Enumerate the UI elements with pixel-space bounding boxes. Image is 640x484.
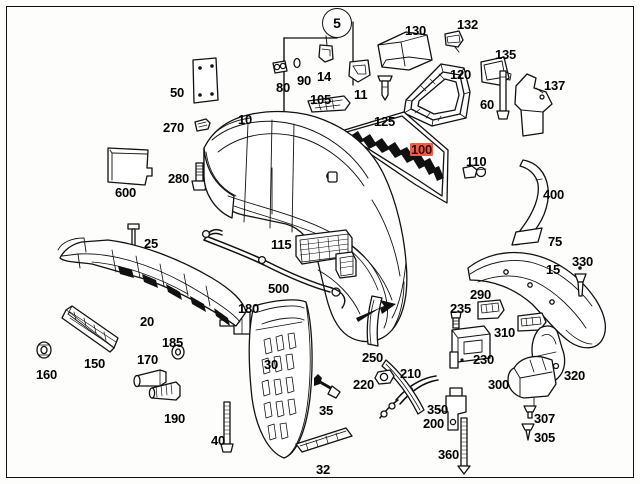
part-label[interactable]: 30 bbox=[264, 357, 279, 372]
part-105 bbox=[307, 95, 351, 113]
part-307 bbox=[523, 405, 537, 419]
part-label[interactable]: 600 bbox=[115, 185, 137, 200]
part-label[interactable]: 60 bbox=[480, 97, 495, 112]
part-305 bbox=[521, 423, 535, 441]
part-label[interactable]: 307 bbox=[534, 411, 556, 426]
part-137 bbox=[514, 73, 553, 137]
part-label[interactable]: 32 bbox=[316, 462, 331, 477]
part-label[interactable]: 120 bbox=[450, 67, 472, 82]
part-label[interactable]: 360 bbox=[438, 447, 460, 462]
part-75 bbox=[511, 227, 543, 246]
part-90 bbox=[293, 57, 301, 69]
part-label[interactable]: 250 bbox=[362, 350, 384, 365]
part-50 bbox=[192, 57, 219, 104]
part-170 bbox=[133, 369, 167, 388]
part-30 bbox=[248, 299, 313, 459]
part-label[interactable]: 130 bbox=[405, 23, 427, 38]
part-label[interactable]: 300 bbox=[488, 377, 510, 392]
part-label[interactable]: 150 bbox=[84, 356, 106, 371]
part-label[interactable]: 132 bbox=[457, 17, 479, 32]
part-label[interactable]: 320 bbox=[564, 368, 586, 383]
part-600 bbox=[107, 147, 153, 186]
part-label[interactable]: 305 bbox=[534, 430, 556, 445]
part-label[interactable]: 50 bbox=[170, 85, 185, 100]
part-300 bbox=[507, 355, 557, 407]
part-label[interactable]: 290 bbox=[470, 287, 492, 302]
part-35 bbox=[314, 374, 341, 399]
part-label[interactable]: 170 bbox=[137, 352, 159, 367]
part-label[interactable]: 135 bbox=[495, 47, 517, 62]
part-label[interactable]: 185 bbox=[162, 335, 184, 350]
part-label[interactable]: 75 bbox=[548, 234, 563, 249]
part-100-highlighted bbox=[337, 111, 449, 204]
part-label[interactable]: 10 bbox=[238, 112, 253, 127]
part-label[interactable]: 400 bbox=[543, 187, 565, 202]
part-label[interactable]: 40 bbox=[211, 433, 226, 448]
part-280 bbox=[191, 162, 208, 191]
part-label[interactable]: 330 bbox=[572, 254, 594, 269]
part-label[interactable]: 125 bbox=[374, 114, 396, 129]
part-label[interactable]: 25 bbox=[144, 236, 159, 251]
part-235 bbox=[450, 311, 462, 329]
part-132 bbox=[444, 30, 464, 53]
part-label[interactable]: 35 bbox=[319, 403, 334, 418]
part-32 bbox=[295, 427, 353, 453]
part-label[interactable]: 110 bbox=[466, 154, 487, 169]
part-330 bbox=[574, 266, 587, 297]
part-label[interactable]: 200 bbox=[423, 416, 445, 431]
part-270 bbox=[194, 118, 211, 132]
part-290 bbox=[477, 299, 505, 320]
part-310 bbox=[517, 312, 547, 332]
part-350 bbox=[437, 387, 467, 431]
part-label[interactable]: 500 bbox=[268, 281, 290, 296]
part-360 bbox=[457, 417, 471, 475]
part-label[interactable]: 105 bbox=[310, 92, 332, 107]
part-label[interactable]: 137 bbox=[544, 78, 566, 93]
part-label[interactable]: 235 bbox=[450, 301, 472, 316]
part-label[interactable]: 210 bbox=[400, 366, 422, 381]
part-80 bbox=[272, 60, 288, 74]
part-label[interactable]: 220 bbox=[353, 377, 375, 392]
part-label[interactable]: 160 bbox=[36, 367, 58, 382]
part-150 bbox=[61, 305, 119, 353]
part-125 bbox=[377, 75, 393, 101]
part-label[interactable]: 115 bbox=[271, 237, 292, 252]
part-label[interactable]: 190 bbox=[164, 411, 186, 426]
section-callout-circle[interactable]: 5 bbox=[322, 8, 352, 38]
pointer-arrow bbox=[356, 300, 396, 322]
part-130 bbox=[377, 31, 433, 71]
part-25 bbox=[127, 223, 140, 248]
part-230 bbox=[449, 325, 491, 369]
part-115 bbox=[295, 229, 357, 279]
part-120 bbox=[403, 63, 471, 127]
part-160 bbox=[36, 341, 52, 359]
part-label[interactable]: 270 bbox=[163, 120, 185, 135]
part-label[interactable]: 14 bbox=[317, 69, 332, 84]
part-20 bbox=[57, 237, 247, 327]
part-40 bbox=[220, 401, 234, 453]
part-label[interactable]: 20 bbox=[140, 314, 155, 329]
part-190 bbox=[148, 381, 181, 401]
part-15 bbox=[467, 251, 607, 349]
part-185 bbox=[171, 344, 185, 360]
part-label[interactable]: 11 bbox=[354, 87, 368, 102]
part-label[interactable]: 230 bbox=[473, 352, 495, 367]
part-14 bbox=[318, 35, 334, 63]
part-label[interactable]: 90 bbox=[297, 73, 312, 88]
part-110 bbox=[462, 165, 487, 179]
part-500 bbox=[201, 228, 346, 309]
part-label[interactable]: 310 bbox=[494, 325, 516, 340]
part-label[interactable]: 350 bbox=[427, 402, 449, 417]
part-220 bbox=[374, 369, 395, 385]
part-label[interactable]: 180 bbox=[238, 301, 260, 316]
part-label-highlighted[interactable]: 100 bbox=[410, 142, 434, 157]
part-60 bbox=[496, 70, 510, 120]
part-label[interactable]: 80 bbox=[276, 80, 291, 95]
part-label[interactable]: 280 bbox=[168, 171, 190, 186]
part-label[interactable]: 15 bbox=[546, 262, 561, 277]
part-11 bbox=[348, 59, 371, 83]
